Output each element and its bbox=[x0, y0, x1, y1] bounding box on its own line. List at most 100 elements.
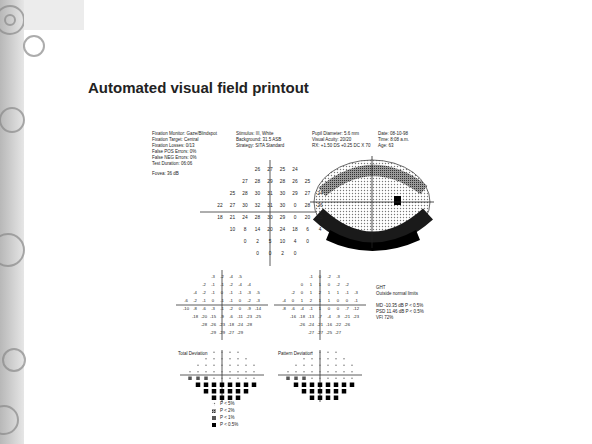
probability-symbol bbox=[326, 389, 331, 394]
threshold-value: 24 bbox=[280, 228, 285, 233]
pattern-deviation-value: 0 bbox=[328, 307, 330, 311]
probability-symbol bbox=[351, 378, 352, 379]
probability-symbol bbox=[303, 358, 304, 359]
grayscale-plot bbox=[310, 156, 434, 251]
header-field: Age: 63 bbox=[378, 144, 394, 149]
probability-symbol bbox=[236, 389, 241, 394]
threshold-value: 27 bbox=[242, 180, 247, 185]
header-field: Date: 08-10-98 bbox=[378, 132, 408, 137]
probability-symbol bbox=[327, 365, 328, 366]
pattern-deviation-value: 1 bbox=[328, 291, 330, 295]
index-label: GHT bbox=[376, 286, 386, 291]
probability-symbol bbox=[318, 396, 323, 401]
threshold-value: 20 bbox=[305, 216, 310, 221]
total-deviation-value: -4 bbox=[193, 291, 197, 295]
total-deviation-value: -24 bbox=[237, 323, 243, 327]
total-deviation-value: 0 bbox=[212, 299, 214, 303]
probability-symbol bbox=[327, 371, 328, 372]
probability-symbol bbox=[335, 378, 336, 379]
pattern-deviation-value: -2 bbox=[345, 283, 349, 287]
threshold-value: 26 bbox=[255, 168, 260, 173]
threshold-value: 22 bbox=[217, 204, 222, 209]
probability-symbol bbox=[189, 371, 190, 372]
probability-symbol bbox=[302, 383, 307, 388]
pattern-deviation-value: -18 bbox=[299, 315, 305, 319]
probability-symbol bbox=[253, 371, 254, 372]
probability-symbol bbox=[326, 383, 331, 388]
total-deviation-value: -20 bbox=[201, 315, 207, 319]
probability-symbol bbox=[236, 396, 241, 401]
probability-symbol bbox=[205, 365, 206, 366]
probability-symbol bbox=[319, 352, 320, 353]
threshold-value: 0 bbox=[294, 216, 297, 221]
pattern-deviation-value: 1 bbox=[310, 291, 312, 295]
probability-symbol bbox=[335, 358, 336, 359]
total-deviation-value: -2 bbox=[220, 275, 224, 279]
probability-symbol bbox=[213, 365, 214, 366]
plot-caption: Total Deviation bbox=[178, 352, 208, 357]
probability-symbol bbox=[295, 371, 296, 372]
probability-symbol bbox=[327, 358, 328, 359]
probability-symbol bbox=[229, 358, 230, 359]
index-label: VFI 72% bbox=[376, 316, 393, 321]
probability-symbol bbox=[327, 378, 328, 379]
header-field: RX: +1.50 DS +0.25 DC X 70 bbox=[312, 144, 371, 149]
probability-symbol bbox=[244, 389, 249, 394]
pattern-deviation-value: -23 bbox=[353, 315, 359, 319]
probability-symbol bbox=[220, 396, 225, 401]
pattern-deviation-value: -25 bbox=[326, 331, 332, 335]
threshold-value: 26 bbox=[292, 180, 297, 185]
probability-symbol bbox=[221, 365, 222, 366]
threshold-value: 26 bbox=[317, 204, 322, 209]
top-strip bbox=[24, 0, 84, 30]
pattern-deviation-value: 0 bbox=[301, 283, 303, 287]
threshold-value: 0 bbox=[294, 204, 297, 209]
threshold-value: 29 bbox=[292, 192, 297, 197]
threshold-value: 24 bbox=[292, 168, 297, 173]
probability-symbol bbox=[334, 389, 339, 394]
probability-symbol bbox=[204, 383, 209, 388]
probability-symbol bbox=[343, 365, 344, 366]
pattern-deviation-value: 1 bbox=[319, 307, 321, 311]
pattern-deviation-value: -27 bbox=[317, 331, 323, 335]
threshold-value: 25 bbox=[280, 168, 285, 173]
probability-symbol bbox=[221, 358, 222, 359]
probability-symbol bbox=[253, 378, 254, 379]
threshold-value: 6 bbox=[306, 228, 309, 233]
probability-symbol bbox=[196, 383, 201, 388]
probability-symbol bbox=[294, 377, 298, 381]
total-deviation-value: -1 bbox=[220, 283, 224, 287]
threshold-value: 10 bbox=[230, 228, 235, 233]
total-deviation-value: -11 bbox=[237, 315, 243, 319]
probability-symbol bbox=[196, 377, 200, 381]
header-field: Strategy: SITA Standard bbox=[236, 144, 284, 149]
total-deviation-value: 0 bbox=[239, 299, 241, 303]
probability-symbol bbox=[319, 365, 320, 366]
threshold-value: 21 bbox=[230, 216, 235, 221]
total-deviation-value: -2 bbox=[229, 307, 233, 311]
probability-symbol bbox=[220, 389, 225, 394]
threshold-value: 28 bbox=[255, 180, 260, 185]
threshold-value: 29 bbox=[267, 180, 272, 185]
probability-symbol bbox=[221, 352, 222, 353]
probability-symbol bbox=[302, 377, 306, 381]
pattern-deviation-value: 2 bbox=[310, 299, 312, 303]
probability-symbol bbox=[228, 383, 233, 388]
header-field: Test Duration: 06:06 bbox=[152, 162, 192, 167]
threshold-value: 2 bbox=[281, 252, 284, 257]
total-deviation-value: -25 bbox=[255, 315, 261, 319]
probability-symbol bbox=[351, 371, 352, 372]
total-deviation-value: -2 bbox=[229, 283, 233, 287]
probability-symbol bbox=[197, 371, 198, 372]
total-deviation-value: -8 bbox=[193, 307, 197, 311]
header-field: Background: 31.5 ASB bbox=[236, 138, 281, 143]
pattern-deviation-value: -2 bbox=[291, 291, 295, 295]
threshold-value: 27 bbox=[305, 192, 310, 197]
threshold-value: 10 bbox=[280, 240, 285, 245]
pattern-deviation-value: -27 bbox=[335, 331, 341, 335]
probability-symbol bbox=[335, 365, 336, 366]
probability-symbol bbox=[319, 358, 320, 359]
pattern-deviation-value: 1 bbox=[301, 299, 303, 303]
total-deviation-value: -1 bbox=[220, 307, 224, 311]
total-deviation-value: -28 bbox=[201, 323, 207, 327]
